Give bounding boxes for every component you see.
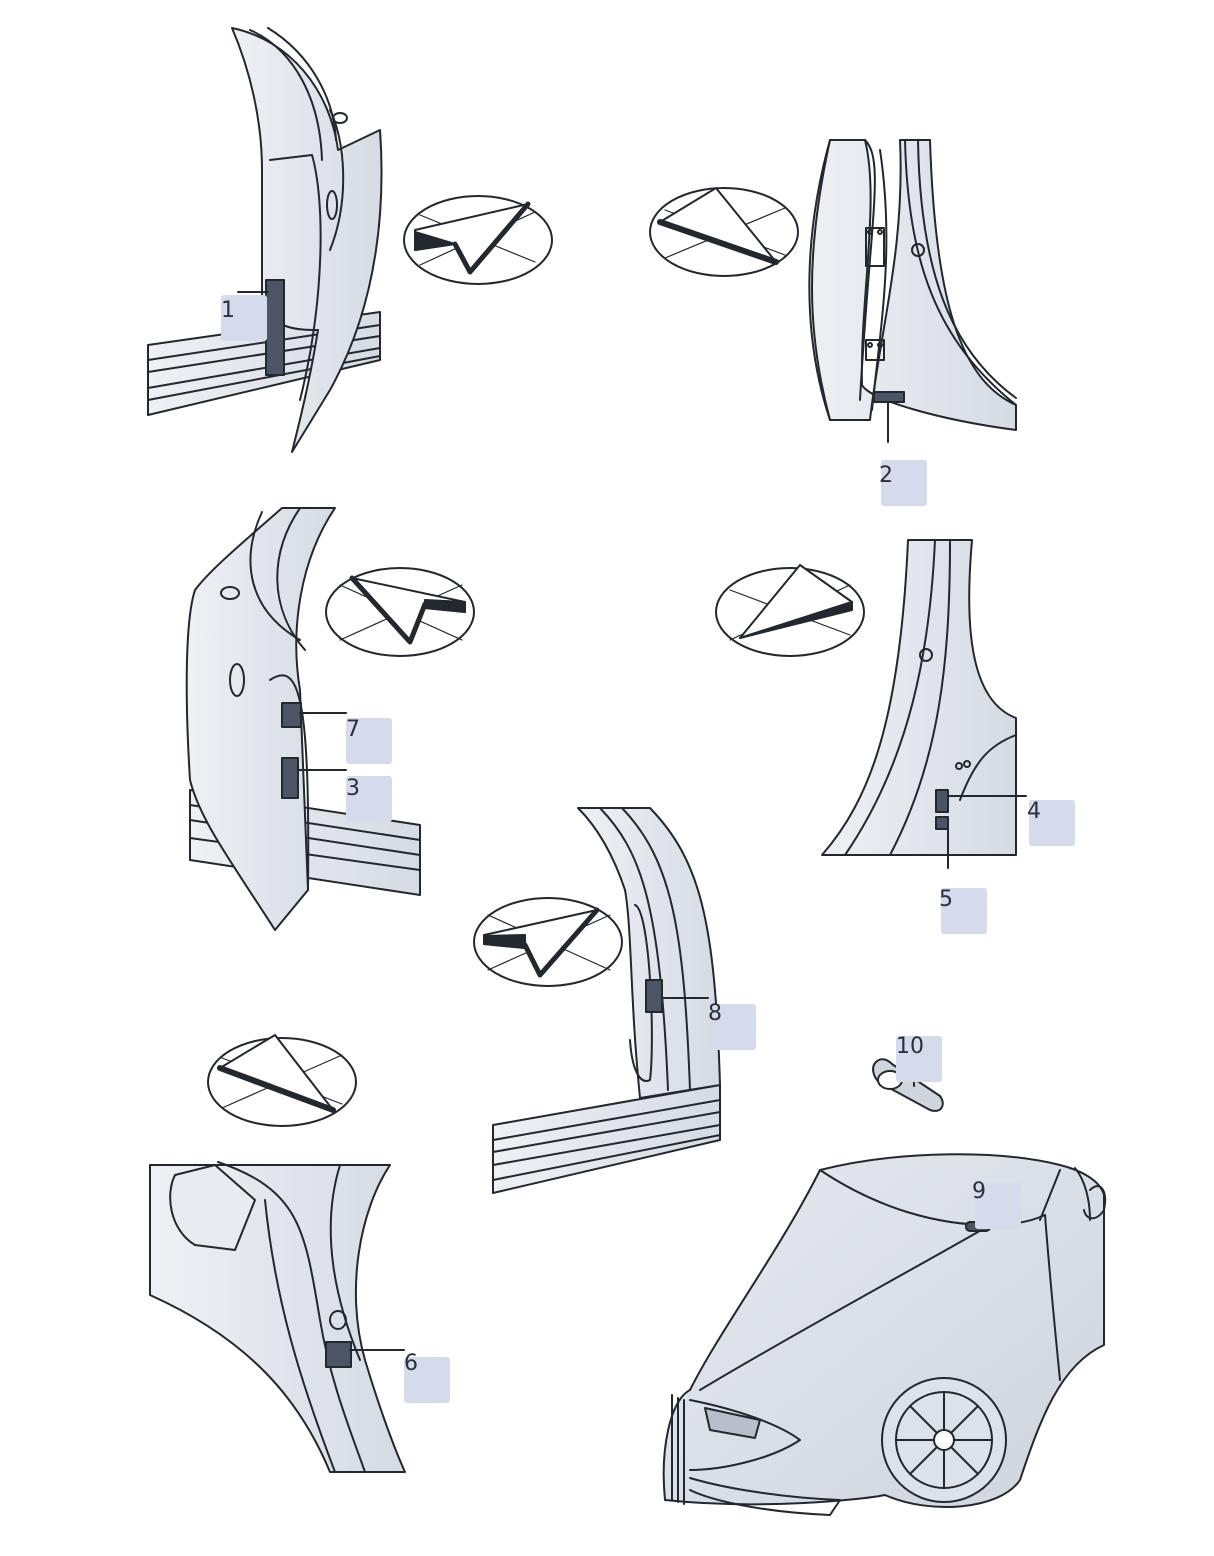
sticker-8 [645, 979, 663, 1013]
callout-badge-4 [1029, 800, 1075, 846]
callout-number-3: 3 [346, 776, 360, 801]
callout-number-8: 8 [708, 1001, 722, 1026]
callout-badge-1 [221, 295, 267, 341]
callout-badge-7 [346, 718, 392, 764]
view-indicator-v5 [473, 897, 623, 987]
callout-number-10: 10 [896, 1034, 924, 1059]
figure-rear-quarter-bottom-left [149, 1161, 406, 1473]
view-indicator-v6 [207, 1034, 357, 1127]
callout-badge-6 [404, 1357, 450, 1403]
sticker-5 [935, 816, 949, 830]
figure-pillar-lower-middle-right [821, 539, 1027, 869]
callout-number-5: 5 [939, 887, 953, 912]
callout-number-1: 1 [221, 298, 235, 323]
view-indicator-v4 [715, 564, 865, 657]
view-indicator-v3 [325, 567, 475, 657]
figure-car-front-bottom-right [662, 1153, 1106, 1516]
callout-number-7: 7 [346, 717, 360, 742]
callout-badge-9 [975, 1183, 1021, 1229]
sticker-7 [281, 702, 302, 728]
callout-badge-10 [896, 1036, 942, 1082]
view-indicator-v2 [649, 187, 799, 277]
view-indicator-v1 [403, 195, 553, 285]
callout-number-6: 6 [404, 1351, 418, 1376]
figure-door-frame-top-right [808, 139, 1017, 443]
callout-badge-8 [710, 1004, 756, 1050]
sticker-2 [873, 391, 905, 403]
sticker-4 [935, 789, 949, 813]
sticker-6 [325, 1341, 352, 1368]
callout-badge-5 [941, 888, 987, 934]
sticker-3 [281, 757, 299, 799]
figure-door-pillar-top-left [147, 27, 383, 453]
sticker-1 [265, 279, 285, 376]
callout-number-9: 9 [972, 1179, 986, 1204]
callout-number-4: 4 [1027, 799, 1041, 824]
callout-number-2: 2 [879, 463, 893, 488]
callout-badge-2 [881, 460, 927, 506]
callout-badge-3 [346, 776, 392, 822]
figure-rear-pillar-center [492, 807, 721, 1194]
